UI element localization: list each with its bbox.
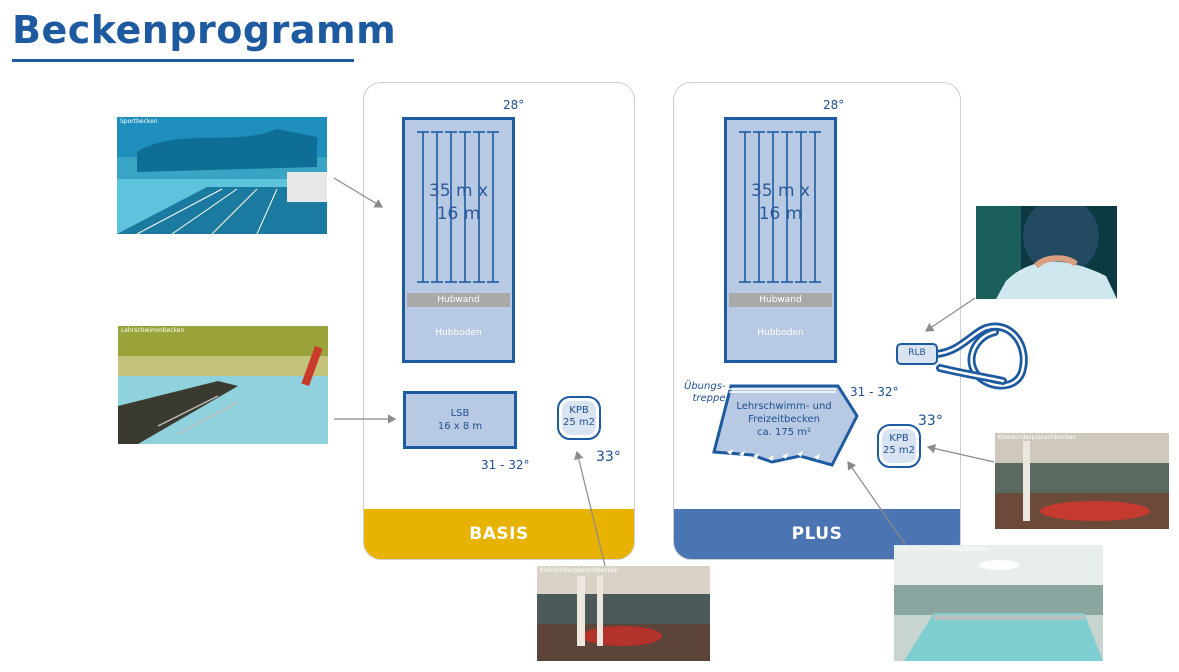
plus-rlb: RLB: [896, 343, 938, 365]
lsb-name: LSB: [450, 408, 470, 419]
photo-lehr-freizeit-caption: Lehr-Schwimm-/Freizeitbecken: [897, 546, 989, 553]
lfb-line1: Lehrschwimm- und: [736, 401, 832, 412]
plus-size-line2: 16 m: [758, 204, 803, 224]
plus-uebungstreppe-label: Übungs- treppe: [684, 381, 726, 405]
photo-lehrschwimmbecken-caption: Lehrschwimmbecken: [121, 327, 185, 334]
stairs-line1: Übungs-: [684, 381, 726, 392]
stairs-line2: treppe: [692, 393, 726, 404]
photo-rutsche-image: [976, 206, 1117, 299]
plus-main-pool-size: 35 m x 16 m: [727, 180, 834, 226]
basis-size-line2: 16 m: [436, 204, 481, 224]
plus-lfb-label: Lehrschwimm- und Freizeitbecken ca. 175 …: [724, 400, 844, 439]
plus-kpb-temp: 33°: [918, 413, 943, 429]
plus-hubwand: Hubwand: [729, 293, 832, 307]
photo-kleinkinder-plus: Kleinkinderplanschbecken: [995, 433, 1169, 529]
basis-kpb-pool: KPB 25 m2: [557, 396, 601, 440]
basis-main-pool-temp: 28°: [503, 98, 525, 112]
title-underline: [12, 59, 354, 62]
lfb-line2: Freizeitbecken: [748, 414, 820, 425]
photo-sportbecken: Sportbecken: [117, 117, 327, 234]
photo-kleinkinder-plus-image: [995, 433, 1169, 529]
plus-size-line1: 35 m x: [750, 181, 811, 201]
basis-kpb-size: 25 m2: [562, 417, 595, 428]
lane-lines: [739, 131, 821, 283]
photo-lehr-freizeit-image: [894, 545, 1103, 661]
basis-footer: BASIS: [364, 509, 634, 559]
plus-hubboden: Hubboden: [757, 328, 804, 338]
basis-main-pool: 35 m x 16 m Hubwand Hubboden: [402, 117, 515, 363]
plus-main-pool: 35 m x 16 m Hubwand Hubboden: [724, 117, 837, 363]
photo-rutsche: [976, 206, 1117, 299]
photo-kleinkinder-basis-image: [537, 566, 710, 661]
basis-kpb-temp: 33°: [596, 449, 621, 465]
plus-kpb-name: KPB: [889, 433, 909, 444]
basis-size-line1: 35 m x: [428, 181, 489, 201]
photo-lehrschwimmbecken: Lehrschwimmbecken: [118, 326, 328, 444]
plus-lfb-temp: 31 - 32°: [850, 385, 899, 399]
basis-main-pool-size: 35 m x 16 m: [405, 180, 512, 226]
plus-kpb-pool: KPB 25 m2: [877, 424, 921, 468]
basis-hubwand: Hubwand: [407, 293, 510, 307]
photo-kleinkinder-basis: Kleinkinderplanschbecken: [537, 566, 710, 661]
photo-kleinkinder-basis-caption: Kleinkinderplanschbecken: [540, 567, 619, 574]
basis-lsb-temp: 31 - 32°: [481, 458, 530, 472]
photo-lehrschwimmbecken-image: [118, 326, 328, 444]
lane-lines: [417, 131, 499, 283]
plus-main-pool-temp: 28°: [823, 98, 845, 112]
photo-lehr-freizeit: Lehr-Schwimm-/Freizeitbecken: [894, 545, 1103, 661]
plus-kpb-size: 25 m2: [882, 445, 915, 456]
basis-lsb-pool: LSB 16 x 8 m: [403, 391, 517, 449]
photo-kleinkinder-plus-caption: Kleinkinderplanschbecken: [998, 434, 1077, 441]
page-title: Beckenprogramm: [12, 8, 397, 52]
lfb-line3: ca. 175 m²: [757, 427, 811, 438]
photo-sportbecken-caption: Sportbecken: [120, 118, 158, 125]
photo-sportbecken-image: [117, 117, 327, 234]
basis-kpb-name: KPB: [569, 405, 589, 416]
lsb-size: 16 x 8 m: [437, 421, 483, 432]
basis-hubboden: Hubboden: [435, 328, 482, 338]
